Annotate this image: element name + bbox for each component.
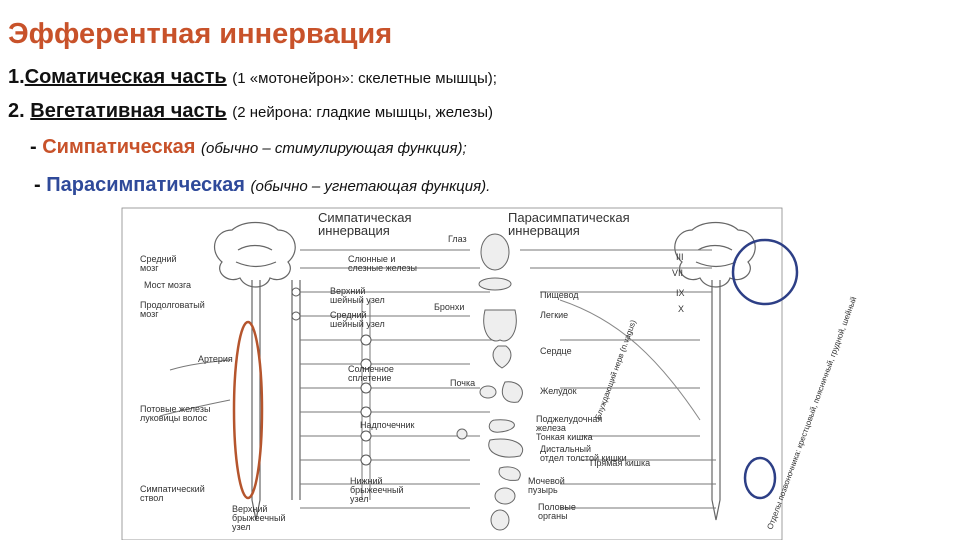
organ-label: Желудок (540, 386, 577, 396)
intestine-sketch (488, 438, 523, 458)
subitem-dash: - (34, 174, 41, 196)
blue-highlight-circle-top (731, 238, 799, 306)
item-number: 1. (8, 66, 25, 88)
item-number: 2. (8, 100, 25, 122)
spinal-cord-left (251, 280, 261, 521)
organ-sketches (456, 233, 523, 531)
ganglion-label: Надпочечник (360, 420, 415, 430)
cranial-nerve-label: X (678, 304, 684, 314)
lungs-sketch (483, 309, 517, 342)
subitem-note: (обычно – стимулирующая функция); (201, 140, 467, 157)
organ-label: Прямая кишка (590, 458, 650, 468)
item-vegetative: 2. Вегетативная часть (2 нейрона: гладки… (8, 100, 493, 123)
highlight-marks (232, 238, 799, 500)
organ-label: Сердце (540, 346, 572, 356)
nerve-lines (159, 249, 716, 509)
cranial-nerve-label: III (676, 252, 684, 262)
subitem-dash: - (30, 136, 37, 158)
item-heading: Вегетативная часть (30, 100, 227, 122)
vagus-nerve-label: Блуждающий нерв (n.vagus) (593, 318, 638, 420)
stomach-sketch (501, 381, 523, 403)
organ-label: Глаз (448, 234, 467, 244)
brain-right (674, 221, 756, 288)
orange-highlight-ellipse (232, 320, 264, 500)
head-eye-sketch (480, 233, 510, 271)
subitem-heading: Парасимпатическая (46, 174, 245, 196)
item-note: (2 нейрона: гладкие мышцы, железы) (232, 104, 493, 121)
ganglia (291, 287, 372, 466)
spine-sections-label: Отделы позвоночника: крестцовый, пояснич… (765, 296, 858, 531)
left-label: Мост мозга (144, 280, 191, 290)
kidney-sketch (479, 385, 497, 399)
item-somatic: 1.Соматическая часть (1 «мотонейрон»: ск… (8, 66, 497, 89)
blue-highlight-ellipse-bottom (743, 456, 777, 500)
brain-left (213, 221, 296, 288)
organ-label: Пищевод (540, 290, 579, 300)
organ-label: Бронхи (434, 302, 464, 312)
subitem-note: (обычно – угнетающая функция). (250, 178, 491, 195)
page-title: Эфферентная иннервация (8, 18, 393, 50)
organ-label: Почка (450, 378, 475, 388)
left-label: Артерия (198, 354, 233, 364)
subitem-heading: Симпатическая (42, 136, 196, 158)
cranial-nerve-label: IX (676, 288, 685, 298)
genital-sketch (490, 509, 510, 531)
cranial-nerve-label: VII (672, 268, 683, 278)
item-heading: Соматическая часть (24, 66, 227, 88)
organ-label: Легкие (540, 310, 568, 320)
heart-sketch (492, 345, 512, 369)
subitem-sympathetic: - Симпатическая (обычно – стимулирующая … (30, 136, 467, 159)
item-note: (1 «мотонейрон»: скелетные мышцы); (232, 70, 497, 87)
bladder-sketch (494, 487, 516, 505)
spinal-cord-right (711, 280, 721, 521)
organ-label: Тонкая кишка (536, 432, 593, 442)
subitem-parasympathetic: - Парасимпатическая (обычно – угнетающая… (34, 174, 490, 197)
